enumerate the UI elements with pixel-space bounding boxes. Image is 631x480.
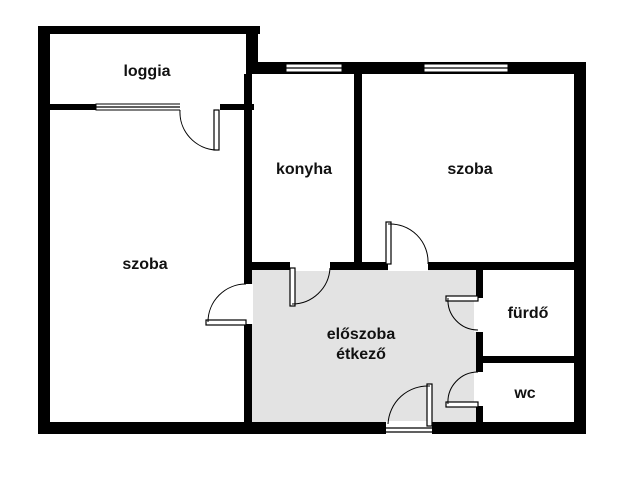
label-hall-line2: étkező xyxy=(336,346,386,363)
door-wc xyxy=(445,371,485,408)
hall-floor xyxy=(250,266,478,423)
door-bathroom xyxy=(445,295,485,332)
label-kitchen: konyha xyxy=(276,161,332,178)
door-room-right xyxy=(385,221,429,271)
door-room-left xyxy=(205,283,253,326)
doors xyxy=(179,103,485,435)
door-entrance xyxy=(386,383,433,435)
label-loggia: loggia xyxy=(123,63,170,80)
label-room-right: szoba xyxy=(447,161,492,178)
label-hall-line1: előszoba xyxy=(327,326,396,343)
label-wc: wc xyxy=(513,385,535,402)
room-labels: loggia konyha szoba szoba előszoba étkez… xyxy=(122,63,548,402)
door-loggia xyxy=(179,103,220,151)
door-kitchen xyxy=(289,261,331,307)
label-room-left: szoba xyxy=(122,256,167,273)
windows xyxy=(95,63,509,111)
label-bathroom: fürdő xyxy=(508,305,549,322)
